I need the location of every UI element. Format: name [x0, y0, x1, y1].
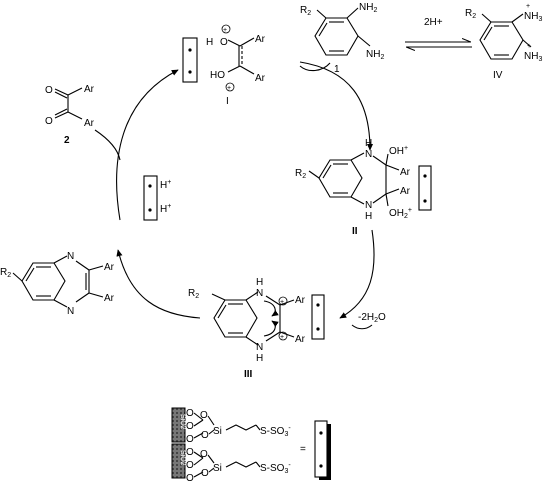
si-label-top: Si: [213, 426, 222, 437]
o-label-cat-7: O: [186, 460, 194, 471]
o-label-2-bottom: O: [45, 116, 53, 127]
o-label-cat-2: O: [186, 421, 194, 432]
silica-block-bottom: [171, 443, 186, 479]
quinoxaline-product: R2 N N Ar Ar: [0, 251, 115, 317]
sio2-label-top: SiO2: [179, 414, 186, 430]
ar-label-III-bottom: Ar: [295, 334, 306, 345]
si-label-bottom: Si: [213, 463, 222, 474]
h-plus-top: H+: [160, 179, 171, 191]
compound-I: Ar Ar H O + HO + I: [182, 24, 266, 107]
catalyst-box-left: [143, 175, 158, 221]
r2-label-IV: R2: [465, 8, 476, 20]
equals-sign: =: [300, 444, 306, 455]
equilibrium-arrows: 2H+: [405, 17, 472, 47]
ar-label-product-bottom: Ar: [104, 293, 115, 304]
o-label-cat-6: O: [186, 447, 194, 458]
arc-2-in: [94, 129, 121, 161]
compound-2-label: 2: [64, 135, 70, 146]
catalyst-structure: SiO2 SiO2 O O O O O Si S-SO3- O O O O O …: [171, 407, 331, 484]
plus-III-bottom: +: [280, 334, 284, 341]
o-label-2-top: O: [45, 85, 53, 96]
h-label-III-top: H: [256, 277, 263, 288]
plus-top-IV: +: [526, 3, 530, 10]
ar-label-II-bottom: Ar: [400, 186, 411, 197]
n-label-II-bottom: N: [365, 200, 372, 211]
h-label-II-bottom: H: [365, 211, 372, 222]
arc-III-to-left: [116, 249, 201, 319]
ar-label-II-top: Ar: [400, 167, 411, 178]
compound-1-label: 1: [334, 64, 340, 75]
arc-h2o-out: [351, 324, 373, 330]
o-label-cat-1: O: [186, 408, 194, 419]
nh2-top-label-1: NH2: [359, 2, 377, 14]
o-label-cat-5: O: [201, 430, 209, 441]
arc-top-to-II: [299, 61, 374, 151]
arc-left-to-top: [116, 69, 179, 221]
ar-label-product-top: Ar: [104, 262, 115, 273]
s-so3-label-bottom: S-SO3-: [260, 462, 291, 475]
n-label-III-bottom: N: [256, 342, 263, 353]
oh2-label-II-bottom: OH2+: [389, 207, 412, 220]
o-label-cat-4: O: [200, 410, 208, 421]
o-label-cat-9: O: [200, 449, 208, 460]
nh3-bottom-label-IV: NH3: [524, 51, 542, 63]
compound-II: R2 N H N H OH+ Ar Ar OH2+ II: [295, 138, 432, 237]
nh2-bottom-label-1: NH2: [366, 49, 384, 61]
compound-2: Ar Ar O O 2: [45, 84, 95, 146]
r2-label-II: R2: [295, 168, 306, 180]
h-label-III-bottom: H: [256, 353, 263, 364]
arc-1-in: [299, 62, 331, 72]
ar-label-I-bottom: Ar: [255, 73, 266, 84]
compound-1: R2 NH2 NH2 1: [300, 2, 384, 75]
catalyst-box-I: [182, 37, 198, 83]
compound-I-label: I: [226, 96, 229, 107]
catalyst-box-III: [311, 294, 325, 340]
n-label-III-top: N: [256, 288, 263, 299]
oh2-label-II-top: OH+: [389, 145, 408, 157]
compound-III: R2 N H N H + + Ar Ar III: [188, 277, 325, 380]
catalyst-h-plus: H+ H+: [143, 175, 171, 221]
r2-label-III: R2: [188, 288, 199, 300]
plus-III-top: +: [280, 299, 284, 306]
o-label-cat-8: O: [186, 473, 194, 484]
arc-II-to-III: [339, 229, 375, 319]
r2-label-product: R2: [0, 267, 11, 279]
plus-I-top: +: [223, 27, 227, 34]
compound-III-label: III: [244, 369, 253, 380]
ar-label-2-bottom: Ar: [84, 118, 95, 129]
h-plus-bottom: H+: [160, 203, 171, 215]
ho-label-I: HO: [210, 70, 225, 81]
o-label-I: O: [220, 37, 228, 48]
h-label-II-top: H: [365, 138, 372, 149]
sio2-label-bottom: SiO2: [179, 450, 186, 466]
ar-label-2-top: Ar: [84, 84, 95, 95]
s-so3-label-top: S-SO3-: [260, 425, 291, 438]
catalyst-symbol: [314, 420, 328, 478]
cycle-arrows: [94, 61, 375, 330]
ar-label-III-top: Ar: [295, 295, 306, 306]
ar-label-I-top: Ar: [255, 34, 266, 45]
h-label-I: H: [206, 37, 213, 48]
compound-IV: R2 + NH3 + NH3 IV: [465, 3, 542, 81]
compound-II-label: II: [352, 226, 358, 237]
plus-bottom-IV: +: [527, 43, 531, 50]
o-label-cat-10: O: [201, 468, 209, 479]
r2-label-1: R2: [300, 5, 311, 17]
silica-block-top: [171, 407, 186, 443]
plus-I-bottom: +: [227, 85, 231, 92]
nh3-top-label-IV: NH3: [524, 11, 542, 23]
catalyst-box-II: [418, 165, 432, 211]
minus-2h2o-label: -2H2O: [358, 312, 386, 324]
o-label-cat-3: O: [186, 434, 194, 445]
n-label-product-bottom: N: [67, 306, 74, 317]
compound-IV-label: IV: [493, 70, 503, 81]
n-label-product-top: N: [67, 251, 74, 262]
n-label-II-top: N: [365, 149, 372, 160]
two-h-plus-label: 2H+: [424, 17, 443, 28]
